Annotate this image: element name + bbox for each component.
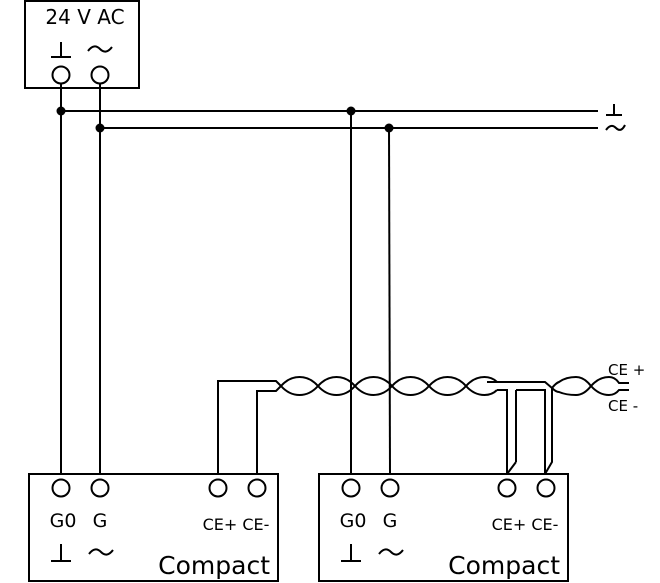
controller-box — [28, 473, 279, 582]
g-label: G — [383, 510, 398, 532]
terminal-g0 — [341, 478, 361, 498]
wire-ce-minus-right-outer — [544, 388, 553, 475]
supply-terminal-ac — [90, 65, 110, 85]
junction-dot — [95, 123, 105, 133]
bus-ground-symbol-icon — [606, 104, 622, 116]
wire-ce-minus-right — [516, 389, 546, 474]
controller-box — [318, 473, 569, 582]
ground-symbol-icon — [51, 42, 71, 58]
wire-ce-minus-left — [256, 385, 282, 480]
terminal-ce-plus — [208, 478, 228, 498]
terminal-g — [380, 478, 400, 498]
ce-plus-bus-label: CE + — [608, 361, 645, 379]
ac-symbol-icon — [87, 45, 113, 53]
terminal-ce-minus — [247, 478, 267, 498]
terminal-ce-plus — [497, 478, 517, 498]
power-supply: 24 V AC — [24, 0, 140, 89]
controller-left: G0 G CE+ CE- Compact — [28, 473, 279, 582]
junction-dot — [346, 106, 356, 116]
ce-minus-bus-label: CE - — [608, 397, 638, 415]
wire-ce-plus-right — [497, 389, 517, 477]
power-supply-box — [24, 0, 140, 89]
controller-name: Compact — [158, 551, 270, 580]
wire-g-right — [388, 127, 391, 475]
power-supply-label: 24 V AC — [45, 5, 124, 29]
twisted-pair-cable — [280, 375, 498, 397]
ground-symbol-icon — [341, 544, 361, 562]
wire-ce-plus-left — [217, 380, 282, 480]
wire-ce-plus-bus-link — [487, 381, 553, 389]
controller-right: G0 G CE+ CE- Compact — [318, 473, 569, 582]
bus-ac-symbol-icon — [605, 124, 626, 131]
ce-label: CE+ CE- — [203, 515, 270, 534]
controller-name: Compact — [448, 551, 560, 580]
ac-symbol-icon — [88, 548, 114, 556]
g0-label: G0 — [340, 510, 367, 532]
ac-symbol-icon — [378, 548, 404, 556]
twisted-pair-cable-end — [551, 375, 629, 397]
junction-dot — [384, 123, 394, 133]
ce-label: CE+ CE- — [492, 515, 559, 534]
power-wiring — [56, 84, 598, 475]
terminal-g0 — [51, 478, 71, 498]
g0-label: G0 — [50, 510, 77, 532]
terminal-g — [90, 478, 110, 498]
junction-dot — [56, 106, 66, 116]
terminal-ce-minus — [536, 478, 556, 498]
comm-wiring — [217, 375, 629, 480]
supply-terminal-ground — [51, 65, 71, 85]
ground-symbol-icon — [51, 544, 71, 562]
g-label: G — [93, 510, 108, 532]
